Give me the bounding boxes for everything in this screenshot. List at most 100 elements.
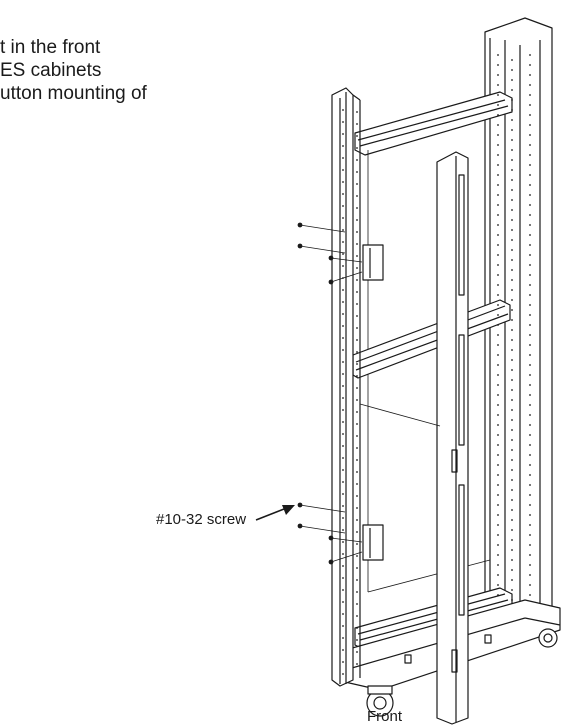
rail-hole — [356, 375, 358, 377]
rail-hole — [529, 194, 531, 196]
rail-hole — [497, 134, 499, 136]
rail-hole — [342, 421, 344, 423]
rail-hole — [497, 244, 499, 246]
rail-hole — [511, 169, 513, 171]
rail-hole — [342, 361, 344, 363]
rail-hole — [529, 214, 531, 216]
rail-hole — [511, 569, 513, 571]
rail-hole — [356, 315, 358, 317]
instruction-text: t in the front ES cabinets utton mountin… — [0, 36, 262, 105]
rail-hole — [356, 471, 358, 473]
rail-hole — [511, 449, 513, 451]
rail-hole — [511, 409, 513, 411]
rail-hole — [342, 133, 344, 135]
rail-hole — [529, 554, 531, 556]
rail-hole — [529, 224, 531, 226]
rail-hole — [342, 661, 344, 663]
rail-hole — [511, 509, 513, 511]
rail-hole — [497, 574, 499, 576]
rail-hole — [342, 601, 344, 603]
rail-hole — [356, 111, 358, 113]
rail-hole — [511, 259, 513, 261]
instruction-line-1: t in the front — [0, 37, 101, 58]
rail-hole — [529, 74, 531, 76]
rail-hole — [529, 394, 531, 396]
rail-hole — [497, 374, 499, 376]
rail-hole — [356, 603, 358, 605]
rail-hole — [356, 423, 358, 425]
rail-hole — [529, 54, 531, 56]
rail-hole — [497, 194, 499, 196]
rail-hole — [511, 429, 513, 431]
rail-hole — [356, 411, 358, 413]
rail-hole — [497, 454, 499, 456]
rail-hole — [342, 325, 344, 327]
rail-hole — [497, 104, 499, 106]
rail-hole — [511, 339, 513, 341]
rail-hole — [511, 389, 513, 391]
rail-hole — [497, 524, 499, 526]
rail-hole — [511, 379, 513, 381]
rail-hole — [529, 384, 531, 386]
rail-hole — [342, 313, 344, 315]
rail-hole — [511, 329, 513, 331]
rail-hole — [529, 204, 531, 206]
rail-hole — [342, 649, 344, 651]
rail-hole — [511, 119, 513, 121]
front-label: Front — [367, 708, 403, 725]
lower-mounting-bracket — [362, 524, 384, 561]
rail-hole — [511, 159, 513, 161]
rail-hole — [529, 404, 531, 406]
screw-icon — [328, 279, 334, 285]
rail-hole — [356, 591, 358, 593]
rail-hole — [342, 481, 344, 483]
rail-hole — [497, 234, 499, 236]
rail-hole — [356, 279, 358, 281]
rail-hole — [511, 479, 513, 481]
rail-hole — [356, 291, 358, 293]
rail-hole — [356, 267, 358, 269]
rail-hole — [529, 504, 531, 506]
rail-hole — [497, 304, 499, 306]
rail-hole — [511, 559, 513, 561]
rail-hole — [342, 541, 344, 543]
rail-hole — [342, 265, 344, 267]
rail-hole — [342, 229, 344, 231]
rail-hole — [529, 314, 531, 316]
rail-hole — [356, 639, 358, 641]
rail-hole — [497, 344, 499, 346]
rail-hole — [511, 299, 513, 301]
rail-hole — [511, 309, 513, 311]
rail-hole — [529, 134, 531, 136]
rail-hole — [356, 567, 358, 569]
rail-hole — [529, 524, 531, 526]
rail-hole — [342, 613, 344, 615]
rail-hole — [356, 627, 358, 629]
rail-hole — [511, 139, 513, 141]
rail-hole — [529, 264, 531, 266]
rail-hole — [511, 179, 513, 181]
rail-hole — [497, 154, 499, 156]
rail-hole — [511, 79, 513, 81]
rail-hole — [529, 414, 531, 416]
rail-hole — [511, 99, 513, 101]
rail-hole — [356, 231, 358, 233]
rail-hole — [356, 483, 358, 485]
rail-hole — [511, 539, 513, 541]
rail-hole — [342, 577, 344, 579]
rail-hole — [342, 253, 344, 255]
rail-hole — [497, 554, 499, 556]
rail-hole — [497, 54, 499, 56]
rail-hole — [529, 424, 531, 426]
rail-hole — [529, 334, 531, 336]
rail-hole — [529, 494, 531, 496]
rail-hole — [511, 189, 513, 191]
rail-hole — [497, 394, 499, 396]
rail-hole — [497, 584, 499, 586]
rail-hole — [356, 159, 358, 161]
rail-hole — [529, 364, 531, 366]
screw-icon — [297, 502, 303, 508]
rail-hole — [497, 284, 499, 286]
rail-hole — [511, 249, 513, 251]
screw-guides — [299, 224, 363, 563]
